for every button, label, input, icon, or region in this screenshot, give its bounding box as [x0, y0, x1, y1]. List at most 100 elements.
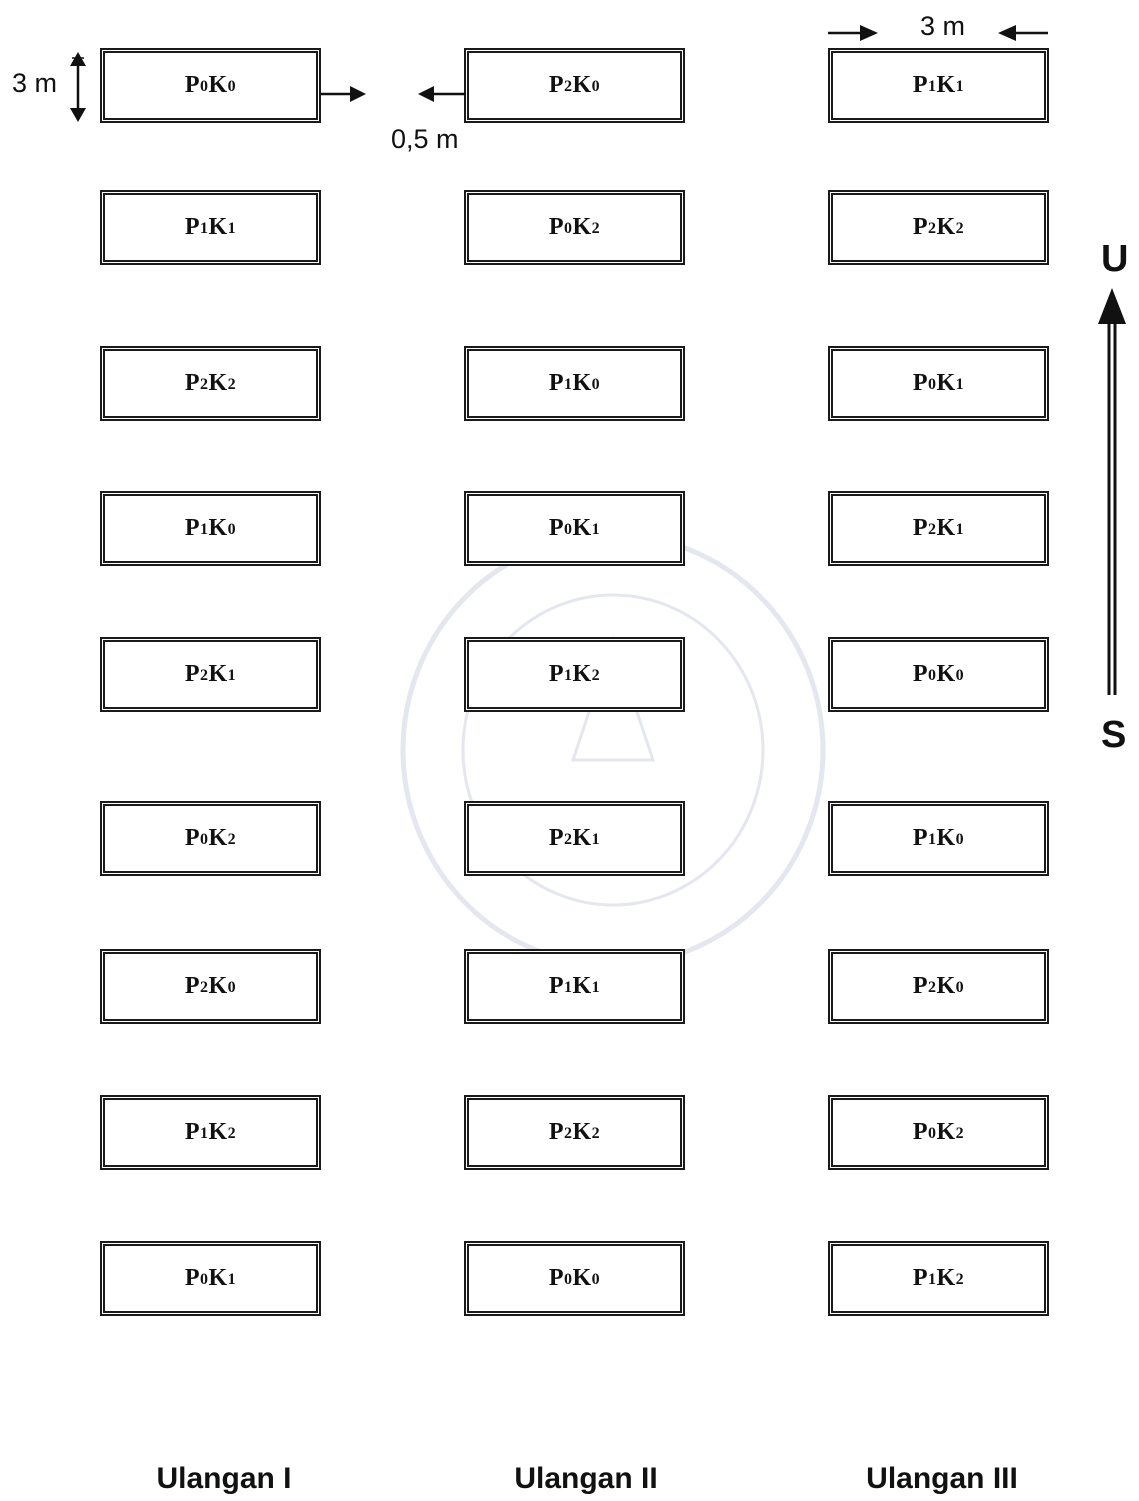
- plot-p-letter: P: [184, 825, 200, 851]
- plot-k-index: 0: [591, 375, 601, 393]
- plot-p-index: 1: [564, 375, 573, 393]
- plot-p-index: 0: [928, 666, 937, 684]
- plot-p-letter: P: [184, 1119, 200, 1145]
- plot-k-letter: K: [208, 370, 228, 396]
- plot-p-index: 0: [564, 1270, 573, 1288]
- plot-p-letter: P: [912, 973, 928, 999]
- plot-k-index: 0: [955, 978, 965, 996]
- plot-k-index: 1: [955, 375, 965, 393]
- plot-p-index: 2: [564, 1124, 573, 1142]
- plot-width-label: 3 m: [920, 11, 966, 41]
- plot-p-letter: P: [184, 515, 200, 541]
- plot-p-letter: P: [548, 1265, 564, 1291]
- plot-k-index: 2: [955, 1270, 965, 1288]
- plot-height-label: 3 m: [12, 68, 58, 98]
- plot-k-letter: K: [936, 661, 956, 687]
- plot-p-letter: P: [184, 661, 200, 687]
- plot-k-index: 2: [591, 666, 601, 684]
- plot-p-index: 1: [564, 666, 573, 684]
- plot-p-index: 1: [200, 520, 209, 538]
- plot-k-letter: K: [572, 973, 592, 999]
- plot-k-index: 1: [591, 978, 601, 996]
- plot-k-index: 1: [955, 77, 965, 95]
- north-label: U: [1101, 238, 1129, 280]
- plot-k-index: 0: [227, 520, 237, 538]
- plot-k-letter: K: [208, 825, 228, 851]
- plot-p-letter: P: [912, 72, 928, 98]
- plot-p-index: 1: [928, 830, 937, 848]
- plot-p-letter: P: [548, 72, 564, 98]
- plot-k-index: 0: [591, 77, 601, 95]
- plot-p-letter: P: [912, 661, 928, 687]
- width-arrows-icon: [828, 25, 1048, 41]
- plot-k-index: 0: [955, 666, 965, 684]
- plot-p-index: 1: [200, 1124, 209, 1142]
- plot-p-index: 2: [928, 520, 937, 538]
- plot-p-index: 2: [200, 375, 209, 393]
- plot-p-index: 2: [564, 830, 573, 848]
- plot-k-index: 2: [955, 219, 965, 237]
- plot-p-letter: P: [548, 661, 564, 687]
- plot-p-index: 0: [564, 520, 573, 538]
- plot-spacing-label: 0,5 m: [391, 124, 459, 154]
- plot-k-index: 0: [227, 978, 237, 996]
- plot-k-index: 1: [227, 666, 237, 684]
- plot-k-letter: K: [572, 661, 592, 687]
- plot-p-letter: P: [548, 515, 564, 541]
- plot-p-index: 1: [564, 978, 573, 996]
- plot-k-letter: K: [208, 661, 228, 687]
- plot-p-index: 2: [564, 77, 573, 95]
- plot-p-index: 1: [200, 219, 209, 237]
- plot-k-index: 2: [591, 1124, 601, 1142]
- plot-k-index: 1: [955, 520, 965, 538]
- plot-k-index: 1: [591, 520, 601, 538]
- plot-k-index: 0: [591, 1270, 601, 1288]
- north-arrow-icon: [1098, 288, 1126, 695]
- plot-p-index: 0: [200, 77, 209, 95]
- plot-k-letter: K: [208, 214, 228, 240]
- plot-k-index: 2: [227, 375, 237, 393]
- plot-k-letter: K: [936, 370, 956, 396]
- plot-p-letter: P: [184, 1265, 200, 1291]
- plot-p-letter: P: [912, 370, 928, 396]
- plot-k-letter: K: [936, 825, 956, 851]
- plot-k-letter: K: [936, 515, 956, 541]
- plot-k-letter: K: [572, 370, 592, 396]
- plot-p-index: 0: [928, 1124, 937, 1142]
- plot-k-letter: K: [572, 515, 592, 541]
- plot-p-letter: P: [548, 370, 564, 396]
- plot-p-index: 2: [928, 978, 937, 996]
- plot-p-letter: P: [912, 1265, 928, 1291]
- plot-p-letter: P: [548, 1119, 564, 1145]
- plot-k-letter: K: [936, 1119, 956, 1145]
- spacing-arrows-icon: [321, 86, 466, 102]
- plot-p-letter: P: [912, 825, 928, 851]
- plot-p-index: 0: [564, 219, 573, 237]
- height-double-arrow-icon: [70, 52, 86, 122]
- plot-p-letter: P: [548, 973, 564, 999]
- column-label-ulangan-2: Ulangan II: [514, 1462, 658, 1495]
- plot-p-index: 1: [928, 1270, 937, 1288]
- plot-k-letter: K: [936, 72, 956, 98]
- plot-k-letter: K: [572, 214, 592, 240]
- plot-p-letter: P: [548, 825, 564, 851]
- plot-p-index: 0: [200, 830, 209, 848]
